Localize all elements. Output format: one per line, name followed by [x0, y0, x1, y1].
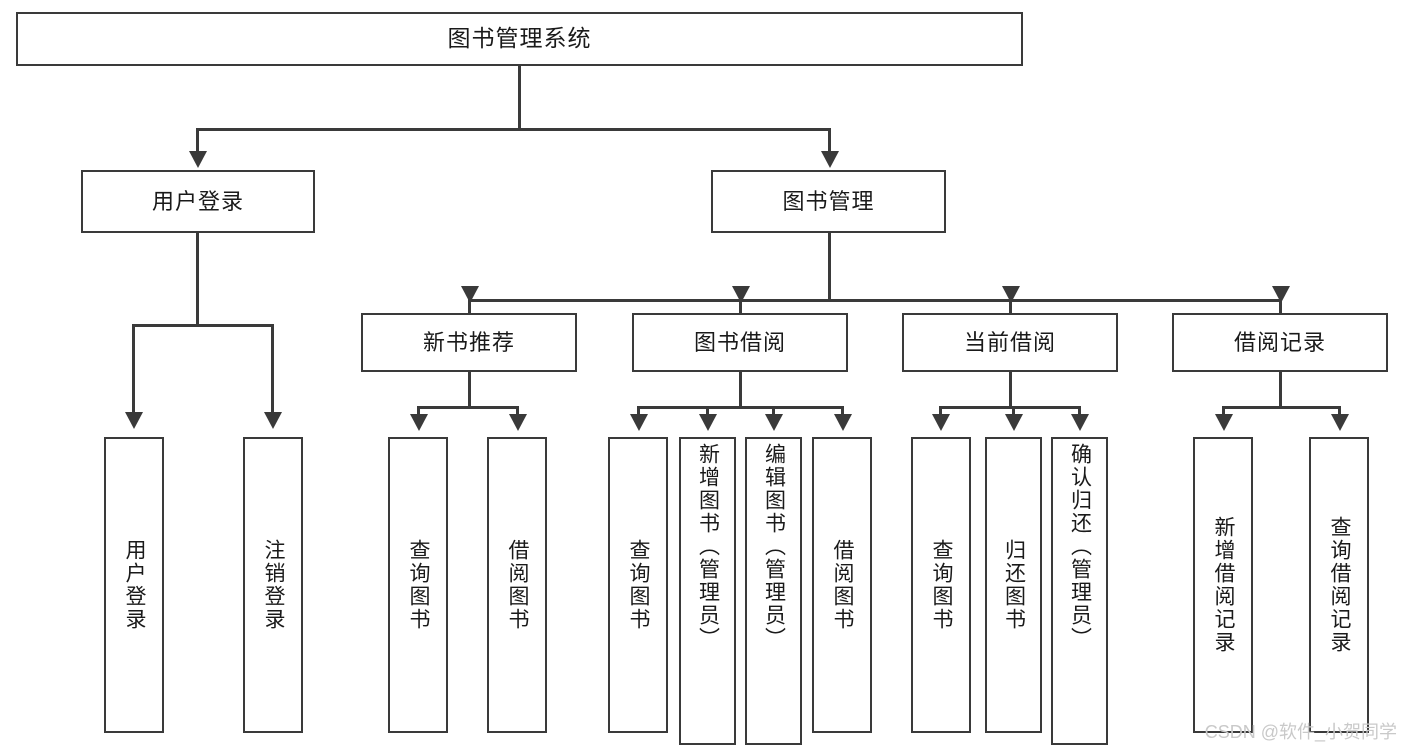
connector-bb-bus	[638, 406, 843, 409]
connector-br-bus	[1223, 406, 1340, 409]
node-book-manage-label: 图书管理	[782, 188, 875, 214]
connector-user-login-bus	[133, 324, 271, 327]
connector-user-login-drop-2	[271, 324, 274, 414]
node-borrow-record-label: 借阅记录	[1233, 329, 1326, 355]
connector-cb-drop-3	[1078, 406, 1081, 416]
node-leaf-query-book-cur[interactable]: 查询图书	[911, 437, 971, 733]
node-root[interactable]: 图书管理系统	[16, 12, 1023, 66]
arrow-to-leaf-return-book	[1005, 414, 1023, 431]
arrow-to-leaf-borrow-book	[834, 414, 852, 431]
connector-root-bus	[197, 128, 831, 131]
node-leaf-borrow-book-label: 借阅图书	[831, 539, 855, 631]
arrow-to-book-manage	[821, 151, 839, 168]
connector-bb-drop-3	[772, 406, 775, 416]
node-leaf-user-login-label: 用户登录	[123, 539, 147, 631]
node-current-borrow[interactable]: 当前借阅	[902, 313, 1118, 372]
node-root-label: 图书管理系统	[447, 25, 592, 52]
node-leaf-logout[interactable]: 注销登录	[243, 437, 303, 733]
node-leaf-edit-book[interactable]: 编辑图书（管理员）	[745, 437, 802, 745]
arrow-to-leaf-query-book-cur	[932, 414, 950, 431]
node-new-book-rec[interactable]: 新书推荐	[361, 313, 577, 372]
connector-root-drop-right	[828, 128, 831, 153]
arrow-to-new-book-rec	[461, 286, 479, 303]
connector-bb-stem	[739, 372, 742, 408]
arrow-to-leaf-query-book-rec	[410, 414, 428, 431]
node-leaf-logout-label: 注销登录	[262, 539, 286, 631]
node-leaf-query-book-borrow-label: 查询图书	[627, 539, 651, 631]
node-leaf-confirm-return[interactable]: 确认归还（管理员）	[1051, 437, 1108, 745]
arrow-to-leaf-add-book	[699, 414, 717, 431]
node-current-borrow-label: 当前借阅	[963, 329, 1056, 355]
node-leaf-user-login[interactable]: 用户登录	[104, 437, 164, 733]
connector-user-login-stem	[196, 233, 199, 326]
node-leaf-query-book-cur-label: 查询图书	[930, 539, 954, 631]
node-leaf-edit-book-label: 编辑图书（管理员）	[762, 443, 786, 650]
connector-cb-drop-2	[1012, 406, 1015, 416]
node-book-borrow-label: 图书借阅	[693, 329, 786, 355]
arrow-to-borrow-record	[1272, 286, 1290, 303]
node-leaf-borrow-book[interactable]: 借阅图书	[812, 437, 872, 733]
node-leaf-query-book-borrow[interactable]: 查询图书	[608, 437, 668, 733]
connector-root-drop-left	[196, 128, 199, 153]
arrow-to-leaf-query-book-borrow	[630, 414, 648, 431]
node-leaf-add-book-label: 新增图书（管理员）	[696, 443, 720, 650]
connector-nbr-drop-1	[417, 406, 420, 416]
arrow-to-leaf-add-record	[1215, 414, 1233, 431]
connector-br-drop-2	[1338, 406, 1341, 416]
node-leaf-add-record-label: 新增借阅记录	[1212, 516, 1236, 654]
node-leaf-query-book-rec[interactable]: 查询图书	[388, 437, 448, 733]
connector-cb-bus	[940, 406, 1080, 409]
connector-bb-drop-2	[706, 406, 709, 416]
connector-nbr-stem	[468, 372, 471, 408]
node-leaf-return-book-label: 归还图书	[1002, 539, 1026, 631]
arrow-to-leaf-logout	[264, 412, 282, 429]
node-leaf-borrow-book-rec[interactable]: 借阅图书	[487, 437, 547, 733]
connector-bm-drop-4	[1279, 299, 1282, 314]
connector-bm-drop-3	[1009, 299, 1012, 314]
connector-nbr-drop-2	[516, 406, 519, 416]
csdn-watermark: CSDN @软件_小贺同学	[1204, 722, 1397, 742]
connector-br-drop-1	[1222, 406, 1225, 416]
node-new-book-rec-label: 新书推荐	[422, 329, 515, 355]
connector-cb-stem	[1009, 372, 1012, 408]
node-user-login-label: 用户登录	[151, 188, 244, 214]
node-user-login[interactable]: 用户登录	[81, 170, 315, 233]
node-leaf-add-book[interactable]: 新增图书（管理员）	[679, 437, 736, 745]
connector-book-manage-bus	[469, 299, 1281, 302]
node-leaf-borrow-book-rec-label: 借阅图书	[506, 539, 530, 631]
connector-bb-drop-4	[841, 406, 844, 416]
arrow-to-current-borrow	[1002, 286, 1020, 303]
arrow-to-leaf-edit-book	[765, 414, 783, 431]
connector-br-stem	[1279, 372, 1282, 408]
arrow-to-leaf-user-login	[125, 412, 143, 429]
node-book-manage[interactable]: 图书管理	[711, 170, 946, 233]
node-leaf-return-book[interactable]: 归还图书	[985, 437, 1042, 733]
connector-user-login-drop-1	[132, 324, 135, 414]
arrow-to-leaf-borrow-book-rec	[509, 414, 527, 431]
node-leaf-confirm-return-label: 确认归还（管理员）	[1068, 443, 1092, 650]
arrow-to-leaf-confirm-return	[1071, 414, 1089, 431]
node-borrow-record[interactable]: 借阅记录	[1172, 313, 1388, 372]
arrow-to-leaf-query-record	[1331, 414, 1349, 431]
connector-book-manage-stem	[828, 233, 831, 301]
arrow-to-book-borrow	[732, 286, 750, 303]
connector-cb-drop-1	[939, 406, 942, 416]
connector-root-stem	[518, 66, 521, 130]
node-leaf-query-record[interactable]: 查询借阅记录	[1309, 437, 1369, 733]
connector-bm-drop-1	[468, 299, 471, 314]
node-leaf-query-record-label: 查询借阅记录	[1328, 516, 1352, 654]
connector-bb-drop-1	[637, 406, 640, 416]
connector-bm-drop-2	[739, 299, 742, 314]
arrow-to-user-login	[189, 151, 207, 168]
node-leaf-add-record[interactable]: 新增借阅记录	[1193, 437, 1253, 733]
node-book-borrow[interactable]: 图书借阅	[632, 313, 848, 372]
connector-nbr-bus	[418, 406, 519, 409]
node-leaf-query-book-rec-label: 查询图书	[407, 539, 431, 631]
